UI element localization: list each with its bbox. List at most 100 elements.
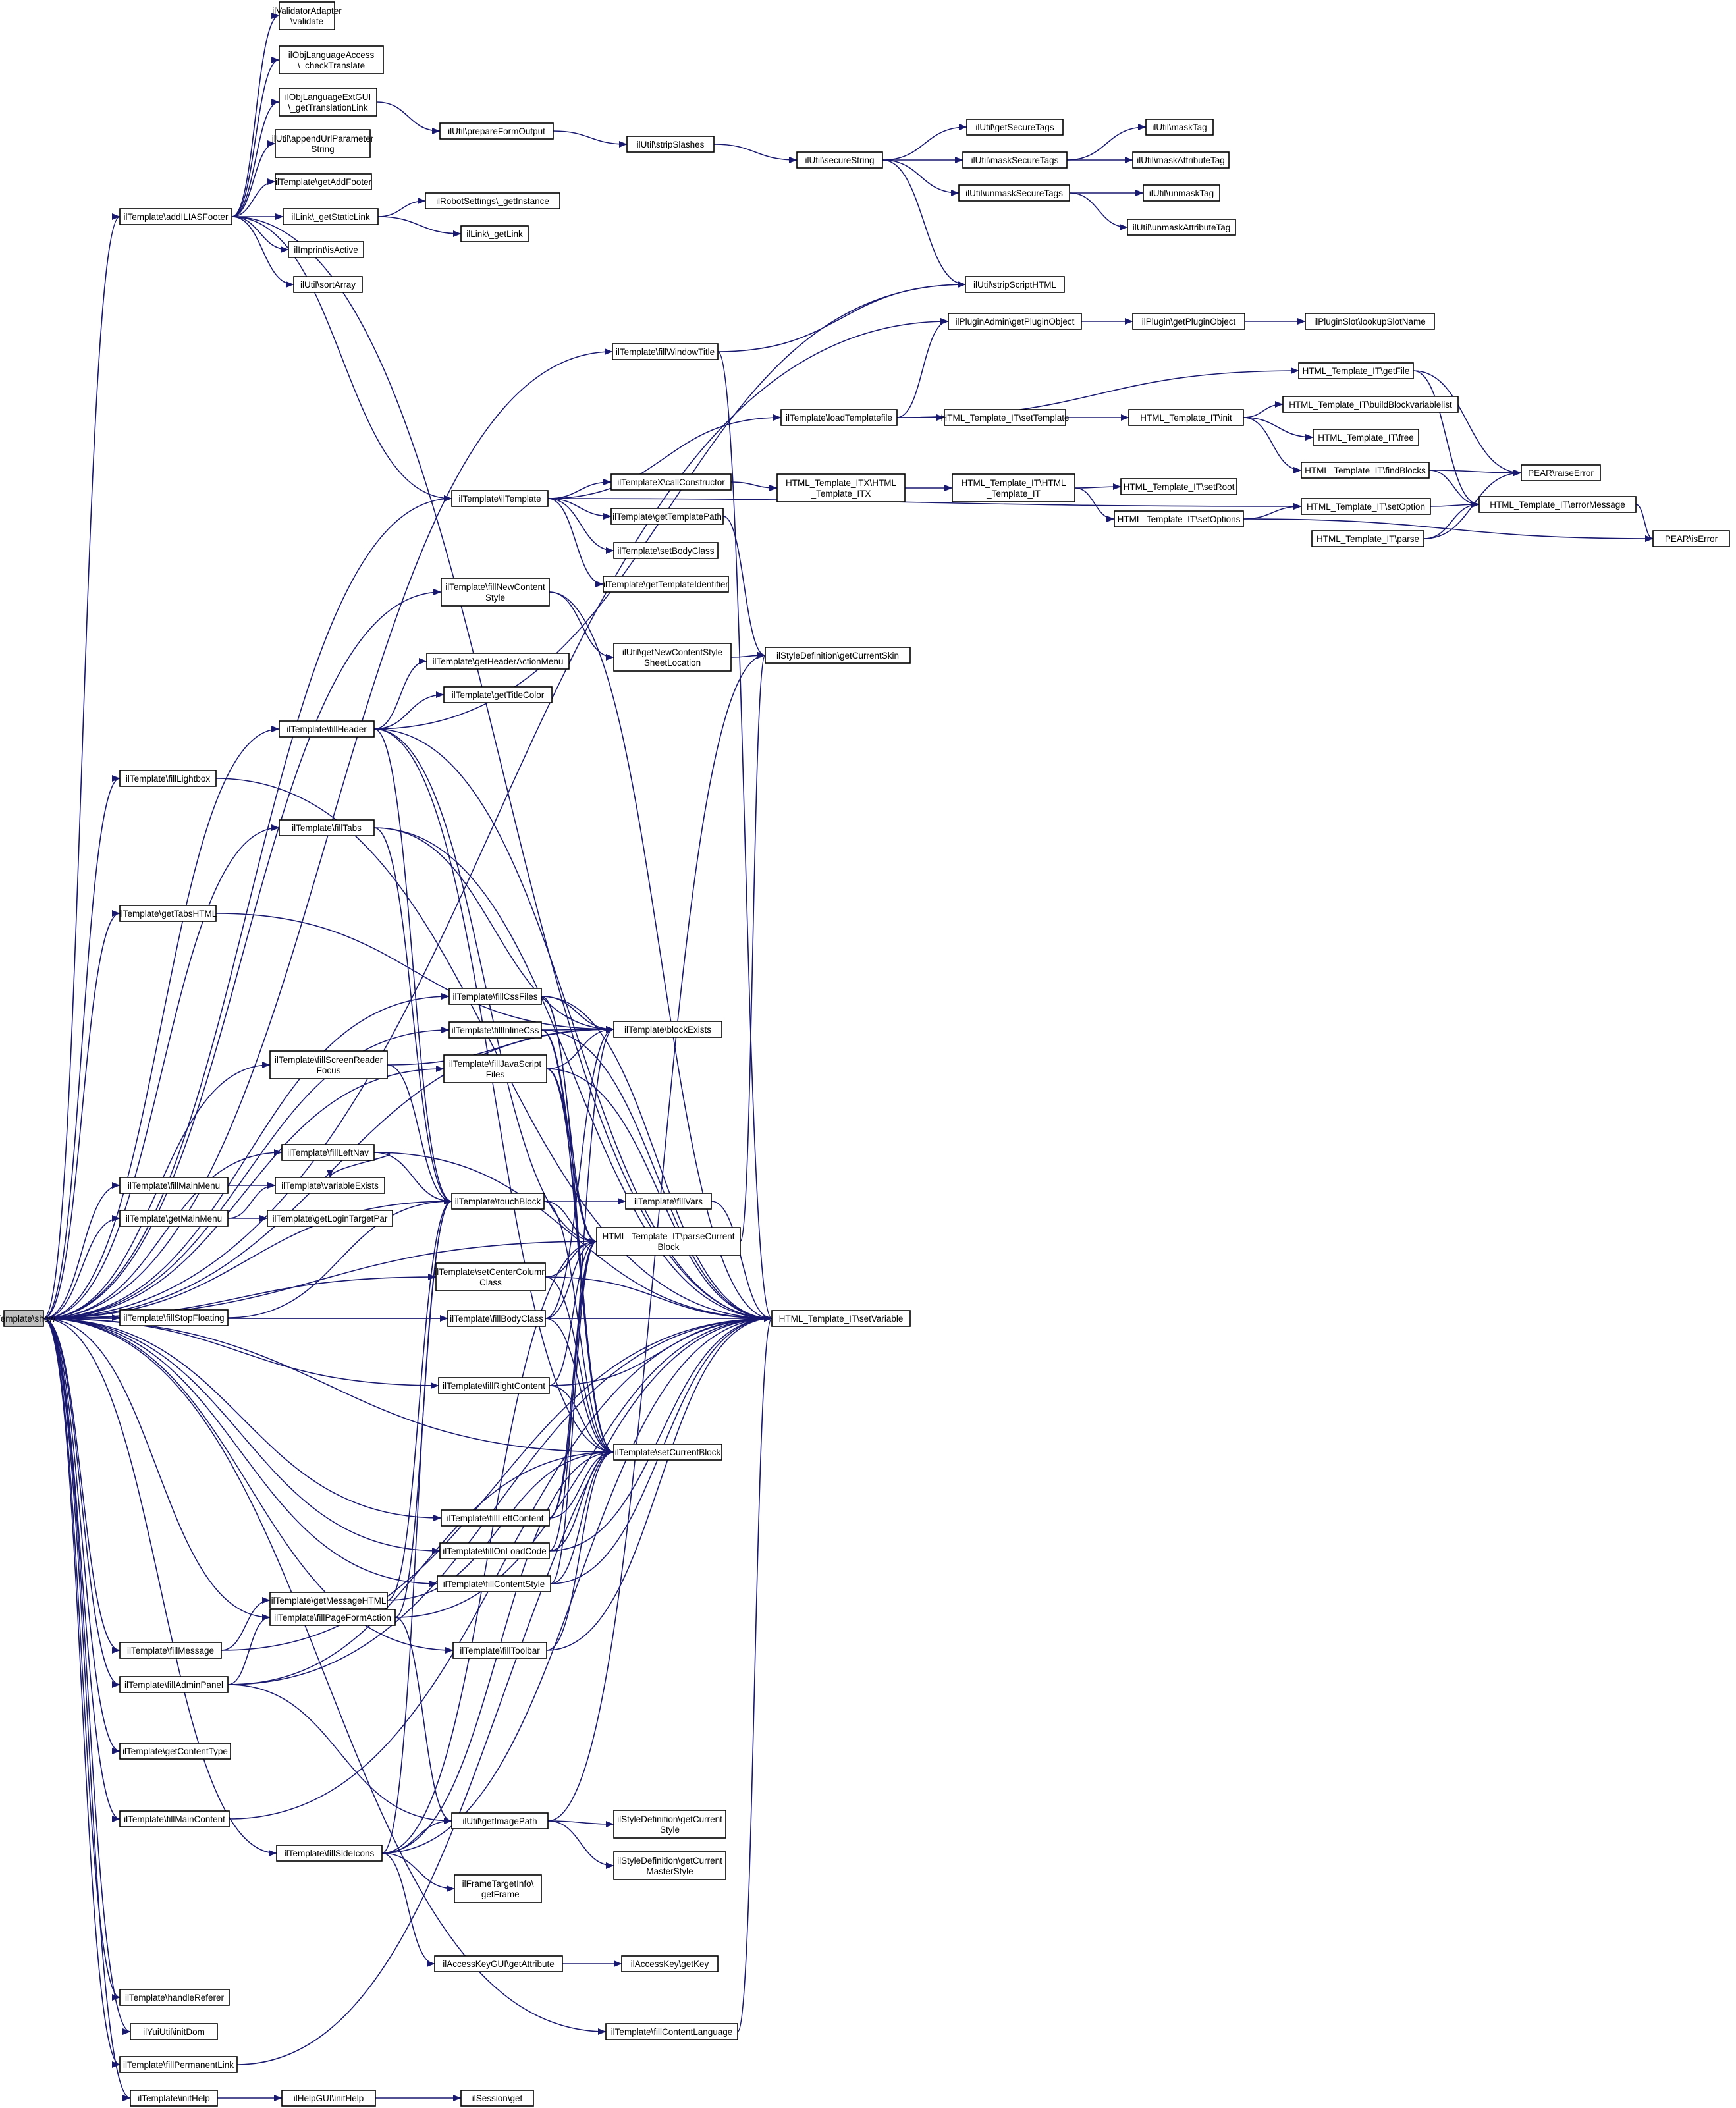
node-error-message[interactable]: HTML_Template_IT\errorMessage [1478, 496, 1637, 513]
node-set-variable[interactable]: HTML_Template_IT\setVariable [771, 1310, 911, 1327]
node-set-template[interactable]: HTML_Template_IT\setTemplate [940, 409, 1070, 426]
node-get-frame[interactable]: ilFrameTargetInfo\_getFrame [454, 1874, 542, 1903]
node-check-translate[interactable]: ilObjLanguageAccess\_checkTranslate [279, 45, 384, 74]
node-ak-get-attribute[interactable]: ilAccessKeyGUI\getAttribute [434, 1955, 563, 1972]
node-get-add-footer[interactable]: ilTemplate\getAddFooter [275, 173, 372, 190]
node-fill-window-title[interactable]: ilTemplate\fillWindowTitle [612, 343, 719, 360]
node-it-init[interactable]: HTML_Template_IT\init [1128, 409, 1244, 426]
node-init-help[interactable]: ilTemplate\initHelp [130, 2090, 218, 2107]
node-fill-css-files[interactable]: ilTemplate\fillCssFiles [448, 988, 542, 1005]
node-strip-script-html[interactable]: ilUtil\stripScriptHTML [965, 276, 1065, 293]
node-fill-side-icons[interactable]: ilTemplate\fillSideIcons [276, 1845, 383, 1862]
node-get-file[interactable]: HTML_Template_IT\getFile [1298, 362, 1414, 379]
node-build-blockvariablelist[interactable]: HTML_Template_IT\buildBlockvariablelist [1282, 396, 1459, 413]
node-get-header-action-menu[interactable]: ilTemplate\getHeaderActionMenu [426, 653, 570, 670]
node-set-options[interactable]: HTML_Template_IT\setOptions [1114, 510, 1244, 527]
node-it-free[interactable]: HTML_Template_IT\free [1313, 429, 1419, 446]
node-help-init-help[interactable]: ilHelpGUI\initHelp [281, 2090, 376, 2107]
node-get-template-identifier[interactable]: ilTemplate\getTemplateIdentifier [603, 576, 729, 593]
node-load-templatefile[interactable]: ilTemplate\loadTemplatefile [780, 409, 898, 426]
node-plugin-get-plugin-object[interactable]: ilPlugin\getPluginObject [1132, 313, 1245, 330]
node-fill-vars[interactable]: ilTemplate\fillVars [625, 1193, 712, 1210]
node-fill-left-content[interactable]: ilTemplate\fillLeftContent [441, 1509, 550, 1527]
node-fill-on-load-code[interactable]: ilTemplate\fillOnLoadCode [439, 1542, 550, 1559]
node-get-content-type[interactable]: ilTemplate\getContentType [119, 1743, 231, 1760]
node-ak-get-key[interactable]: ilAccessKey\getKey [621, 1955, 719, 1972]
node-validate[interactable]: ilValidatorAdapter\validate [272, 1, 342, 30]
node-get-login-target-par[interactable]: ilTemplate\getLoginTargetPar [267, 1210, 393, 1227]
node-itx-ctor[interactable]: HTML_Template_ITX\HTML_Template_ITX [776, 473, 906, 502]
node-fill-permanent-link[interactable]: ilTemplate\fillPermanentLink [119, 2056, 238, 2073]
node-fill-toolbar[interactable]: ilTemplate\fillToolbar [452, 1642, 547, 1659]
node-mask-attribute-tag[interactable]: ilUtil\maskAttributeTag [1132, 151, 1230, 169]
node-il-template-ctor[interactable]: ilTemplate\ilTemplate [451, 490, 549, 507]
node-show[interactable]: ilTemplate\show [0, 1310, 55, 1327]
node-fill-tabs[interactable]: ilTemplate\fillTabs [279, 819, 375, 836]
node-block-exists[interactable]: ilTemplate\blockExists [613, 1021, 722, 1038]
node-fill-admin-panel[interactable]: ilTemplate\fillAdminPanel [119, 1676, 229, 1693]
node-get-image-path[interactable]: ilUtil\getImagePath [451, 1812, 549, 1829]
node-fill-header[interactable]: ilTemplate\fillHeader [279, 720, 375, 738]
node-variable-exists[interactable]: ilTemplate\variableExists [275, 1177, 385, 1194]
node-fill-body-class[interactable]: ilTemplate\fillBodyClass [447, 1310, 546, 1327]
node-handle-referer[interactable]: ilTemplate\handleReferer [119, 1989, 230, 2006]
node-robot-get-instance[interactable]: ilRobotSettings\_getInstance [425, 192, 560, 209]
node-get-static-link[interactable]: ilLink\_getStaticLink [283, 208, 379, 225]
node-get-template-path[interactable]: ilTemplate\getTemplatePath [610, 508, 724, 525]
node-get-main-menu[interactable]: ilTemplate\getMainMenu [119, 1210, 229, 1227]
node-add-footer[interactable]: ilTemplate\addILIASFooter [119, 208, 232, 225]
node-fill-lightbox[interactable]: ilTemplate\fillLightbox [119, 770, 217, 787]
node-unmask-attribute-tag[interactable]: ilUtil\unmaskAttributeTag [1127, 219, 1236, 236]
node-fill-content-style[interactable]: ilTemplate\fillContentStyle [437, 1575, 551, 1592]
node-fill-content-language[interactable]: ilTemplate\fillContentLanguage [605, 2023, 738, 2040]
node-set-current-block[interactable]: ilTemplate\setCurrentBlock [613, 1444, 722, 1461]
node-mask-tag[interactable]: ilUtil\maskTag [1145, 119, 1214, 136]
node-fill-stop-floating[interactable]: ilTemplate\fillStopFloating [119, 1309, 229, 1326]
node-link-get-link[interactable]: ilLink\_getLink [460, 225, 529, 242]
node-set-option[interactable]: HTML_Template_IT\setOption [1301, 498, 1431, 515]
node-find-blocks[interactable]: HTML_Template_IT\findBlocks [1301, 462, 1430, 479]
node-call-constructor[interactable]: ilTemplateX\callConstructor [610, 473, 732, 491]
node-it-ctor[interactable]: HTML_Template_IT\HTML_Template_IT [952, 473, 1075, 502]
node-fill-right-content[interactable]: ilTemplate\fillRightContent [438, 1377, 550, 1394]
node-fill-inline-css[interactable]: ilTemplate\fillInlineCss [448, 1021, 542, 1039]
node-sort-array[interactable]: ilUtil\sortArray [293, 276, 363, 293]
node-strip-slashes[interactable]: ilUtil\stripSlashes [626, 136, 715, 153]
node-unmask-tag[interactable]: ilUtil\unmaskTag [1143, 184, 1220, 202]
node-touch-block[interactable]: ilTemplate\touchBlock [451, 1193, 545, 1210]
node-yui-init-dom[interactable]: ilYuiUtil\initDom [130, 2023, 218, 2040]
node-get-translation-link[interactable]: ilObjLanguageExtGUI\_getTranslationLink [279, 88, 377, 117]
node-get-secure-tags[interactable]: ilUtil\getSecureTags [966, 119, 1064, 136]
node-set-root[interactable]: HTML_Template_IT\setRoot [1120, 478, 1237, 495]
node-get-message-html[interactable]: ilTemplate\getMessageHTML [269, 1592, 388, 1609]
node-fill-message[interactable]: ilTemplate\fillMessage [119, 1642, 222, 1659]
node-mask-secure-tags[interactable]: ilUtil\maskSecureTags [962, 151, 1068, 169]
node-get-tabs-html[interactable]: ilTemplate\getTabsHTML [119, 905, 217, 922]
node-fill-page-form-action[interactable]: ilTemplate\fillPageFormAction [269, 1609, 396, 1626]
node-session-get[interactable]: ilSession\get [460, 2090, 534, 2107]
node-it-parse[interactable]: HTML_Template_IT\parse [1311, 530, 1424, 547]
node-fill-left-nav[interactable]: ilTemplate\fillLeftNav [281, 1144, 375, 1161]
node-is-error[interactable]: PEAR\isError [1652, 530, 1730, 547]
node-fill-main-menu[interactable]: ilTemplate\fillMainMenu [119, 1177, 229, 1194]
node-set-body-class[interactable]: ilTemplate\setBodyClass [613, 542, 719, 559]
node-imprint-is-active[interactable]: ilImprint\isActive [288, 241, 364, 258]
node-plugin-admin-get-plugin-object[interactable]: ilPluginAdmin\getPluginObject [948, 313, 1082, 330]
node-lookup-slot-name[interactable]: ilPluginSlot\lookupSlotName [1305, 313, 1435, 330]
node-unmask-secure-tags[interactable]: ilUtil\unmaskSecureTags [958, 184, 1070, 202]
node-prepare-form-output[interactable]: ilUtil\prepareFormOutput [439, 122, 554, 140]
node-raise-error[interactable]: PEAR\raiseError [1521, 464, 1601, 481]
node-get-title-color[interactable]: ilTemplate\getTitleColor [443, 686, 553, 703]
node-fill-main-content[interactable]: ilTemplate\fillMainContent [119, 1810, 230, 1827]
node-secure-string[interactable]: ilUtil\secureString [796, 151, 883, 169]
node-get-current-skin[interactable]: ilStyleDefinition\getCurrentSkin [765, 647, 911, 664]
